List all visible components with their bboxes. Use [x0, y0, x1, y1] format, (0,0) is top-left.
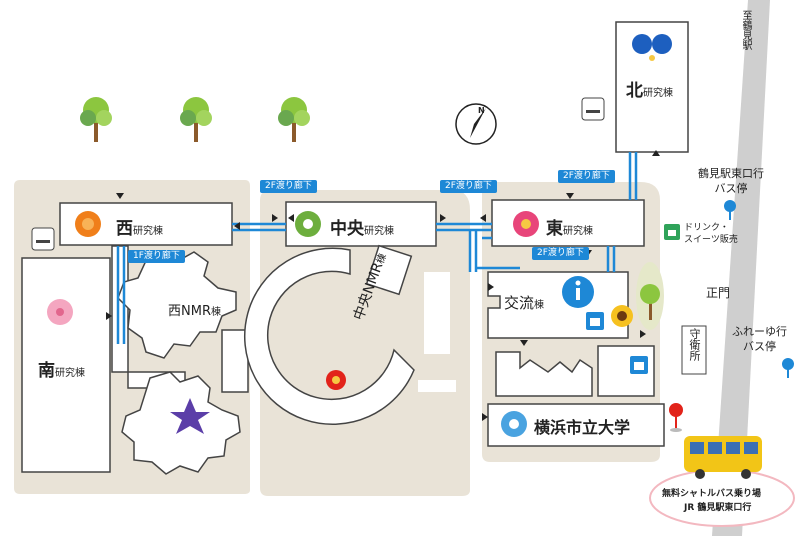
south-building-name: 南: [38, 361, 55, 381]
tree-icon: [278, 97, 310, 142]
bridge-lines: [116, 152, 638, 344]
central-emblem-icon: [295, 211, 321, 237]
east-building-suffix: 研究棟: [563, 226, 593, 237]
exchange-building-suffix: 棟: [534, 300, 545, 311]
bus-stop-fureyu-pin-icon[interactable]: [782, 358, 794, 378]
university-emblem-icon: [501, 411, 527, 437]
guard-booth: [681, 325, 707, 375]
tree-icon: [80, 97, 112, 142]
bus-icon: [684, 436, 762, 479]
university-building-label: 横浜市立大学: [534, 414, 630, 438]
central-building-name: 中央: [330, 219, 364, 239]
drink-store-icon: [664, 224, 680, 240]
entrance-markers: [106, 150, 660, 421]
east-emblem-icon: [513, 211, 539, 237]
bus-stop-east-pin-icon[interactable]: [724, 200, 736, 220]
bridge-tag-west-south: 1F渡り廊下: [128, 250, 185, 263]
drinks-label: ドリンク・ スイーツ販売: [684, 223, 738, 245]
store-icon: [630, 356, 648, 374]
central-building-label: 中央研究棟: [330, 214, 394, 239]
shuttle-stop-pin-icon[interactable]: [669, 403, 683, 432]
flower-icon: [170, 398, 210, 434]
compass-icon: N: [455, 103, 497, 145]
university-name: 横浜市立大学: [534, 418, 631, 437]
bus-stop-fureyu-label: ふれーゆ行 バス停: [732, 325, 787, 353]
north-building: [615, 21, 689, 153]
shuttle-label-2: JR 鶴見駅東口行: [684, 503, 752, 513]
info-icon[interactable]: [562, 276, 594, 308]
guard-label: 守衛所: [688, 328, 701, 361]
north-building-suffix: 研究棟: [643, 88, 673, 99]
bus-stop-east-label: 鶴見駅東口行 バス停: [698, 167, 764, 195]
west-nmr-building-label: 西NMR棟: [168, 300, 221, 319]
main-gate-label: 正門: [706, 286, 731, 300]
store-icon: [586, 312, 604, 330]
west-nmr-building-suffix: 棟: [210, 307, 221, 318]
bridge-tag-north-east: 2F渡り廊下: [558, 170, 615, 183]
north-building-label: 北研究棟: [626, 76, 673, 101]
central-nmr-emblem-icon: [326, 370, 346, 390]
south-building: [21, 257, 111, 473]
north-building-name: 北: [626, 81, 643, 101]
smoking-icon: [581, 97, 605, 121]
west-nmr-building-name: 西NMR: [168, 304, 211, 319]
central-building-suffix: 研究棟: [364, 226, 394, 237]
bridge-tag-central-east: 2F渡り廊下: [440, 180, 497, 193]
south-building-suffix: 研究棟: [55, 368, 85, 379]
bridge-tag-east-exchange: 2F渡り廊下: [532, 247, 589, 260]
to-station-label: 至鶴見駅: [740, 10, 751, 50]
west-building-suffix: 研究棟: [133, 226, 163, 237]
east-building-name: 東: [546, 219, 563, 239]
sunflower-icon: [611, 305, 633, 327]
west-nmr-building: [117, 251, 237, 359]
smoking-icon: [31, 227, 55, 251]
road: [712, 0, 770, 536]
north-emblem-icon: [632, 34, 672, 61]
shuttle-label-1: 無料シャトルバス乗り場: [662, 489, 762, 499]
bridge-tag-west-central: 2F渡り廊下: [260, 180, 317, 193]
east-building-label: 東研究棟: [546, 214, 593, 239]
tree-icon: [180, 97, 212, 142]
exchange-building-name: 交流: [504, 294, 535, 312]
west-building-label: 西研究棟: [116, 214, 163, 239]
svg-text:N: N: [478, 106, 485, 115]
tree-icon: [636, 262, 664, 330]
central-nmr-building: [243, 247, 415, 426]
south-building-label: 南研究棟: [38, 356, 85, 381]
flower-icon: [47, 299, 73, 325]
west-building-name: 西: [116, 219, 133, 239]
west-emblem-icon: [75, 211, 101, 237]
exchange-building-label: 交流棟: [504, 292, 544, 313]
